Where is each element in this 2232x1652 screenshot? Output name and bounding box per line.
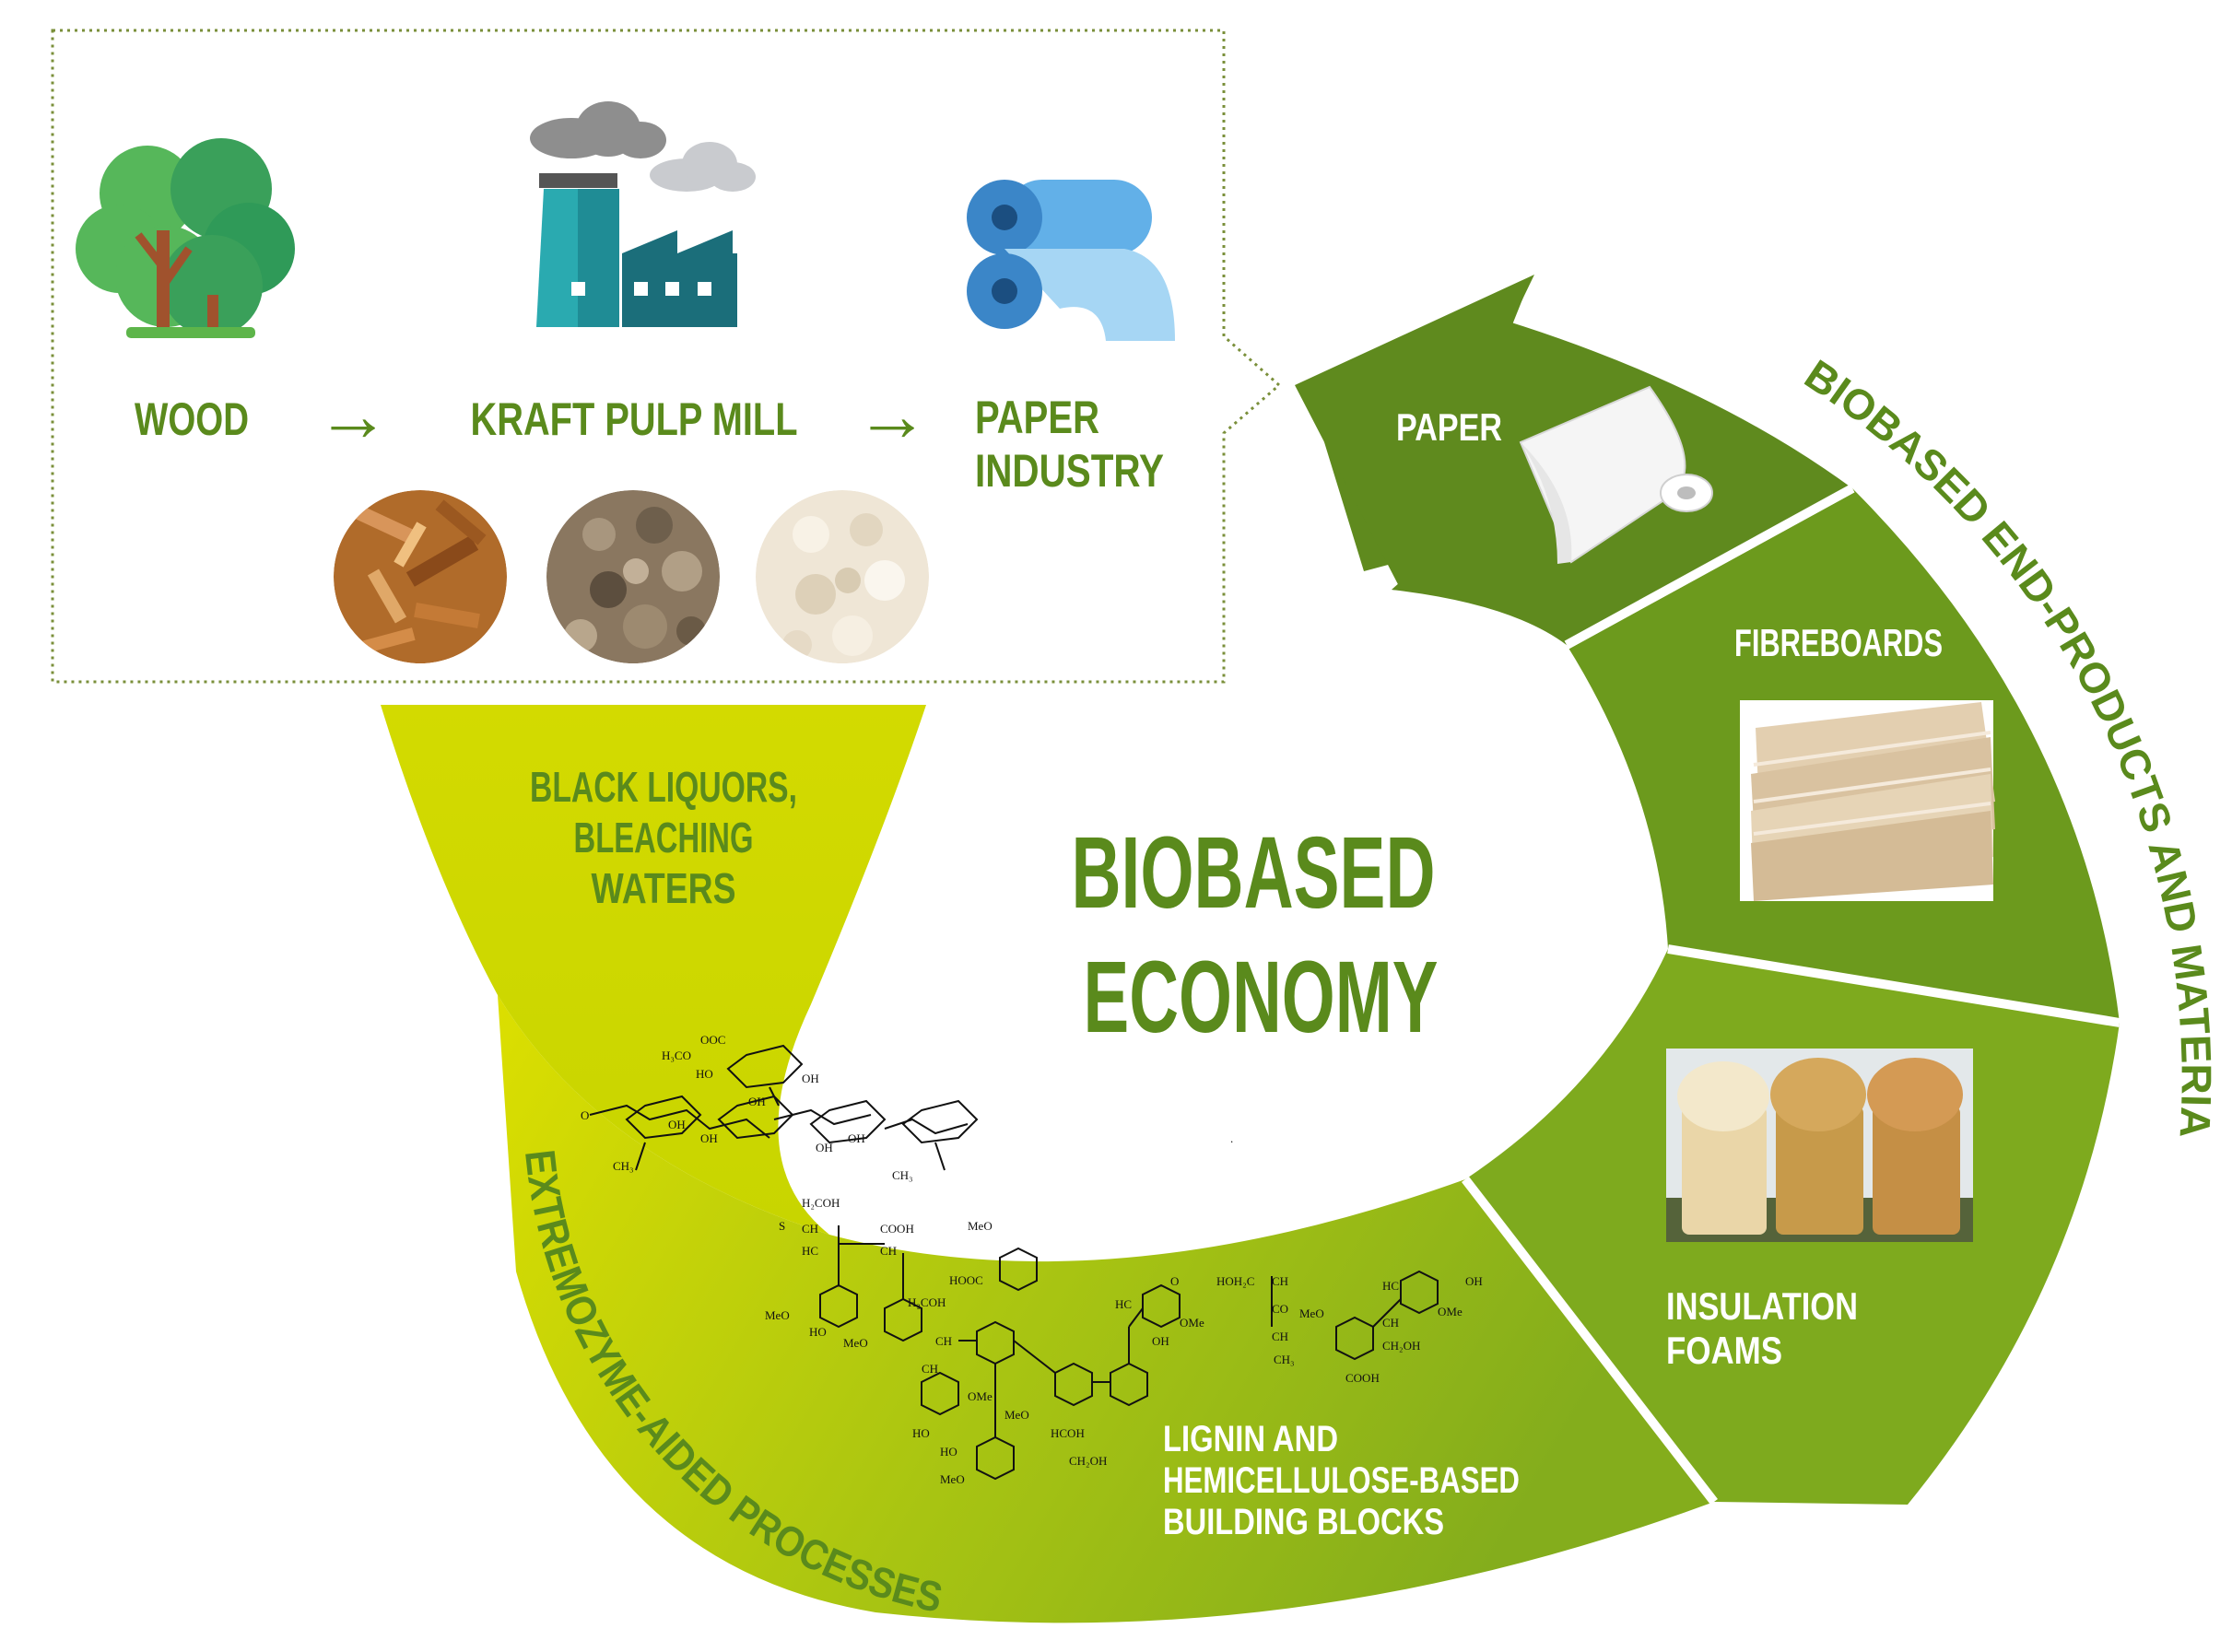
svg-text:OH: OH	[748, 1095, 766, 1108]
svg-text:CH: CH	[935, 1334, 952, 1348]
svg-text:HO: HO	[940, 1445, 957, 1459]
svg-text:HCOH: HCOH	[1051, 1426, 1085, 1440]
svg-text:OH: OH	[848, 1131, 865, 1145]
svg-text:MeO: MeO	[843, 1336, 868, 1350]
svg-text:CH: CH	[1272, 1274, 1288, 1288]
svg-text:MeO: MeO	[940, 1472, 965, 1486]
bleached-pulp-photo	[756, 490, 929, 663]
svg-text:MeO: MeO	[1004, 1408, 1029, 1422]
foam-samples-photo	[1666, 1049, 1973, 1242]
svg-text:HC: HC	[1115, 1297, 1132, 1311]
svg-text:MeO: MeO	[1299, 1306, 1324, 1320]
svg-text:O: O	[581, 1108, 589, 1122]
fibreboard-photo	[1740, 700, 1995, 901]
svg-text:HC: HC	[1382, 1279, 1399, 1293]
svg-text:CH: CH	[1382, 1316, 1399, 1330]
step-kraft-mill-label: KRAFT PULP MILL	[471, 393, 798, 445]
funnel-label-line-2: BLEACHING	[574, 814, 754, 861]
arrow-symbol: →	[316, 374, 390, 456]
svg-text:OH: OH	[668, 1118, 686, 1131]
product-paper-label: PAPER	[1396, 405, 1502, 449]
center-title-line-1: BIOBASED	[1072, 816, 1436, 930]
svg-text:CO: CO	[1272, 1302, 1288, 1316]
svg-text:OH: OH	[1465, 1274, 1483, 1288]
wood-chips-photo	[334, 490, 507, 663]
svg-text:MeO: MeO	[968, 1219, 993, 1233]
paper-roll-icon	[967, 180, 1175, 341]
svg-text:H₂COH: H₂COH	[802, 1196, 840, 1210]
factory-icon	[530, 101, 756, 327]
paper-roll-icon	[1519, 385, 1713, 564]
svg-text:H₂COH: H₂COH	[908, 1295, 946, 1309]
svg-text:CH₃: CH₃	[613, 1159, 634, 1173]
svg-text:OMe: OMe	[968, 1389, 993, 1403]
svg-text:H₃CO: H₃CO	[662, 1049, 691, 1062]
product-insulation-label-1: INSULATION	[1666, 1284, 1858, 1328]
center-title-line-2: ECONOMY	[1084, 941, 1439, 1054]
building-blocks-label-line-2: HEMICELLULOSE-BASED	[1163, 1460, 1520, 1501]
svg-text:HO: HO	[809, 1325, 827, 1339]
svg-text:CH: CH	[880, 1244, 897, 1258]
svg-text:MeO: MeO	[765, 1308, 790, 1322]
svg-text:OMe: OMe	[1438, 1305, 1463, 1318]
arrow-symbol: →	[855, 374, 929, 456]
product-insulation-label-2: FOAMS	[1666, 1329, 1782, 1372]
svg-text:COOH: COOH	[880, 1222, 914, 1236]
building-blocks-label-line-1: LIGNIN AND	[1163, 1419, 1338, 1459]
tree-icon	[76, 138, 295, 338]
building-blocks-label-line-3: BUILDING BLOCKS	[1163, 1502, 1444, 1542]
svg-text:S: S	[779, 1219, 785, 1233]
chemical-structures	[589, 1044, 1439, 1481]
svg-text:HO: HO	[696, 1067, 713, 1081]
svg-text:CH: CH	[1272, 1330, 1288, 1343]
svg-text:OMe: OMe	[1180, 1316, 1204, 1330]
svg-text:OH: OH	[802, 1072, 819, 1085]
step-wood-label: WOOD	[135, 393, 249, 445]
top-panel-border	[51, 29, 1282, 684]
process-arc-band	[498, 995, 1714, 1623]
svg-text:HC: HC	[802, 1244, 818, 1258]
svg-text:CH: CH	[922, 1362, 938, 1376]
funnel-label-line-1: BLACK LIQUORS,	[530, 763, 797, 811]
svg-text:OH: OH	[1152, 1334, 1169, 1348]
svg-text:COOH: COOH	[1345, 1371, 1380, 1385]
svg-text:HOH₂C: HOH₂C	[1216, 1274, 1254, 1288]
svg-text:CH₂OH: CH₂OH	[1382, 1339, 1420, 1353]
funnel-label-line-3: WATERS	[592, 864, 736, 912]
svg-text:CH₂OH: CH₂OH	[1069, 1454, 1107, 1468]
svg-text:.: .	[1230, 1131, 1233, 1145]
product-fibreboards-label: FIBREBOARDS	[1734, 621, 1943, 664]
svg-text:HOOC: HOOC	[949, 1273, 983, 1287]
svg-text:CH: CH	[802, 1222, 818, 1236]
svg-text:HO: HO	[912, 1426, 930, 1440]
funnel-shape	[381, 705, 926, 1235]
svg-text:OH: OH	[700, 1131, 718, 1145]
svg-text:CH₃: CH₃	[892, 1168, 913, 1182]
svg-text:OOC: OOC	[700, 1033, 725, 1047]
pulp-photo	[546, 490, 720, 663]
step-paper-industry-label-1: PAPER	[975, 392, 1099, 443]
svg-text:OH: OH	[816, 1141, 833, 1154]
svg-text:CH₃: CH₃	[1274, 1353, 1295, 1366]
step-paper-industry-label-2: INDUSTRY	[975, 445, 1164, 497]
svg-text:O: O	[1170, 1274, 1179, 1288]
